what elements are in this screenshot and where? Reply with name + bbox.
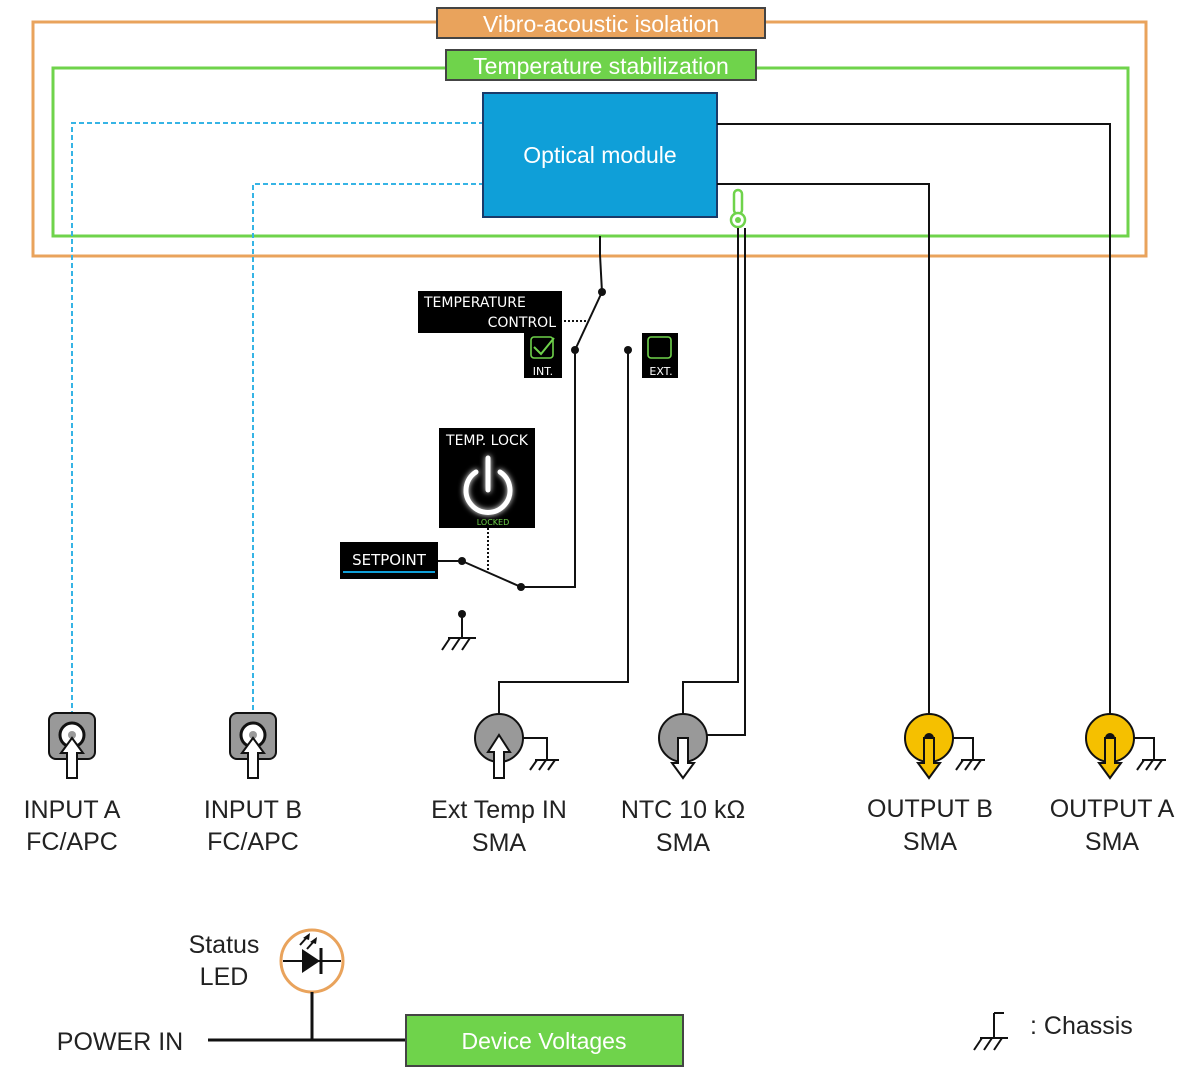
input-b-connector: [229, 712, 277, 779]
output-a-label-line1: OUTPUT A: [1050, 795, 1175, 823]
ext-label: EXT.: [649, 365, 672, 378]
ext-temp-label-line2: SMA: [472, 829, 527, 857]
wire-ntc-1: [682, 228, 739, 738]
temp-label: Temperature stabilization: [473, 53, 729, 79]
temperature-control-panel: [418, 291, 562, 333]
chassis-ground-icon: [973, 1012, 1008, 1051]
wire-module-to-switch: [599, 236, 603, 293]
setpoint-pivot: [517, 583, 525, 591]
device-voltages-box: [405, 1014, 684, 1067]
int-label: INT.: [533, 365, 553, 378]
vibro-label-box: [436, 7, 766, 39]
input-b-label-line1: INPUT B: [204, 796, 302, 824]
ntc-label-line1: NTC 10 kΩ: [621, 796, 745, 824]
fiber-line-input-b: [252, 183, 484, 735]
output-a-connector: [1085, 713, 1166, 780]
ext-checkbox-icon: [647, 336, 672, 359]
ext-temp-connector: [474, 713, 559, 779]
thermometer-icon: [729, 188, 747, 229]
ground-symbol: [441, 614, 476, 651]
output-b-label-line1: OUTPUT B: [867, 795, 993, 823]
wire-int-to-setpoint: [521, 350, 576, 588]
vibro-label: Vibro-acoustic isolation: [483, 11, 719, 37]
input-b-label-line2: FC/APC: [207, 828, 299, 856]
fiber-line-input-a: [71, 122, 484, 735]
wire-ntc-2: [698, 228, 746, 736]
input-a-label-line1: INPUT A: [24, 796, 121, 824]
device-voltages-label: Device Voltages: [462, 1028, 627, 1054]
optical-module-label: Optical module: [523, 142, 676, 168]
output-b-connector: [904, 713, 985, 780]
switch-pivot: [598, 288, 606, 296]
setpoint-label: SETPOINT: [352, 551, 427, 569]
int-check-mark: [533, 337, 555, 356]
power-in-label: POWER IN: [57, 1028, 183, 1056]
power-icon[interactable]: [463, 455, 513, 515]
output-b-label-line2: SMA: [903, 828, 958, 856]
wire-output-b: [717, 183, 930, 738]
ntc-connector: [658, 713, 708, 780]
input-a-label-line2: FC/APC: [26, 828, 118, 856]
temp-label-box: [445, 49, 757, 81]
ext-temp-label-line1: Ext Temp IN: [431, 796, 567, 824]
ntc-label-line2: SMA: [656, 829, 711, 857]
optical-module: [482, 92, 718, 218]
setpoint-lever: [461, 560, 522, 588]
wire-output-a: [717, 123, 1111, 738]
status-led-icon: [279, 928, 345, 994]
wire-ext-temp: [498, 350, 629, 738]
temp-lock-status: LOCKED: [477, 518, 510, 527]
temp-lock-title: TEMP. LOCK: [445, 433, 529, 449]
temperature-control-line2: CONTROL: [488, 315, 557, 331]
temperature-control-line1: TEMPERATURE: [423, 295, 526, 311]
output-a-label-line2: SMA: [1085, 828, 1140, 856]
status-led-label-line2: LED: [200, 963, 249, 991]
status-led-label-line1: Status: [189, 931, 260, 959]
int-checkbox-icon: [530, 336, 554, 359]
chassis-legend-label: : Chassis: [1030, 1012, 1133, 1040]
input-a-connector: [48, 712, 96, 779]
